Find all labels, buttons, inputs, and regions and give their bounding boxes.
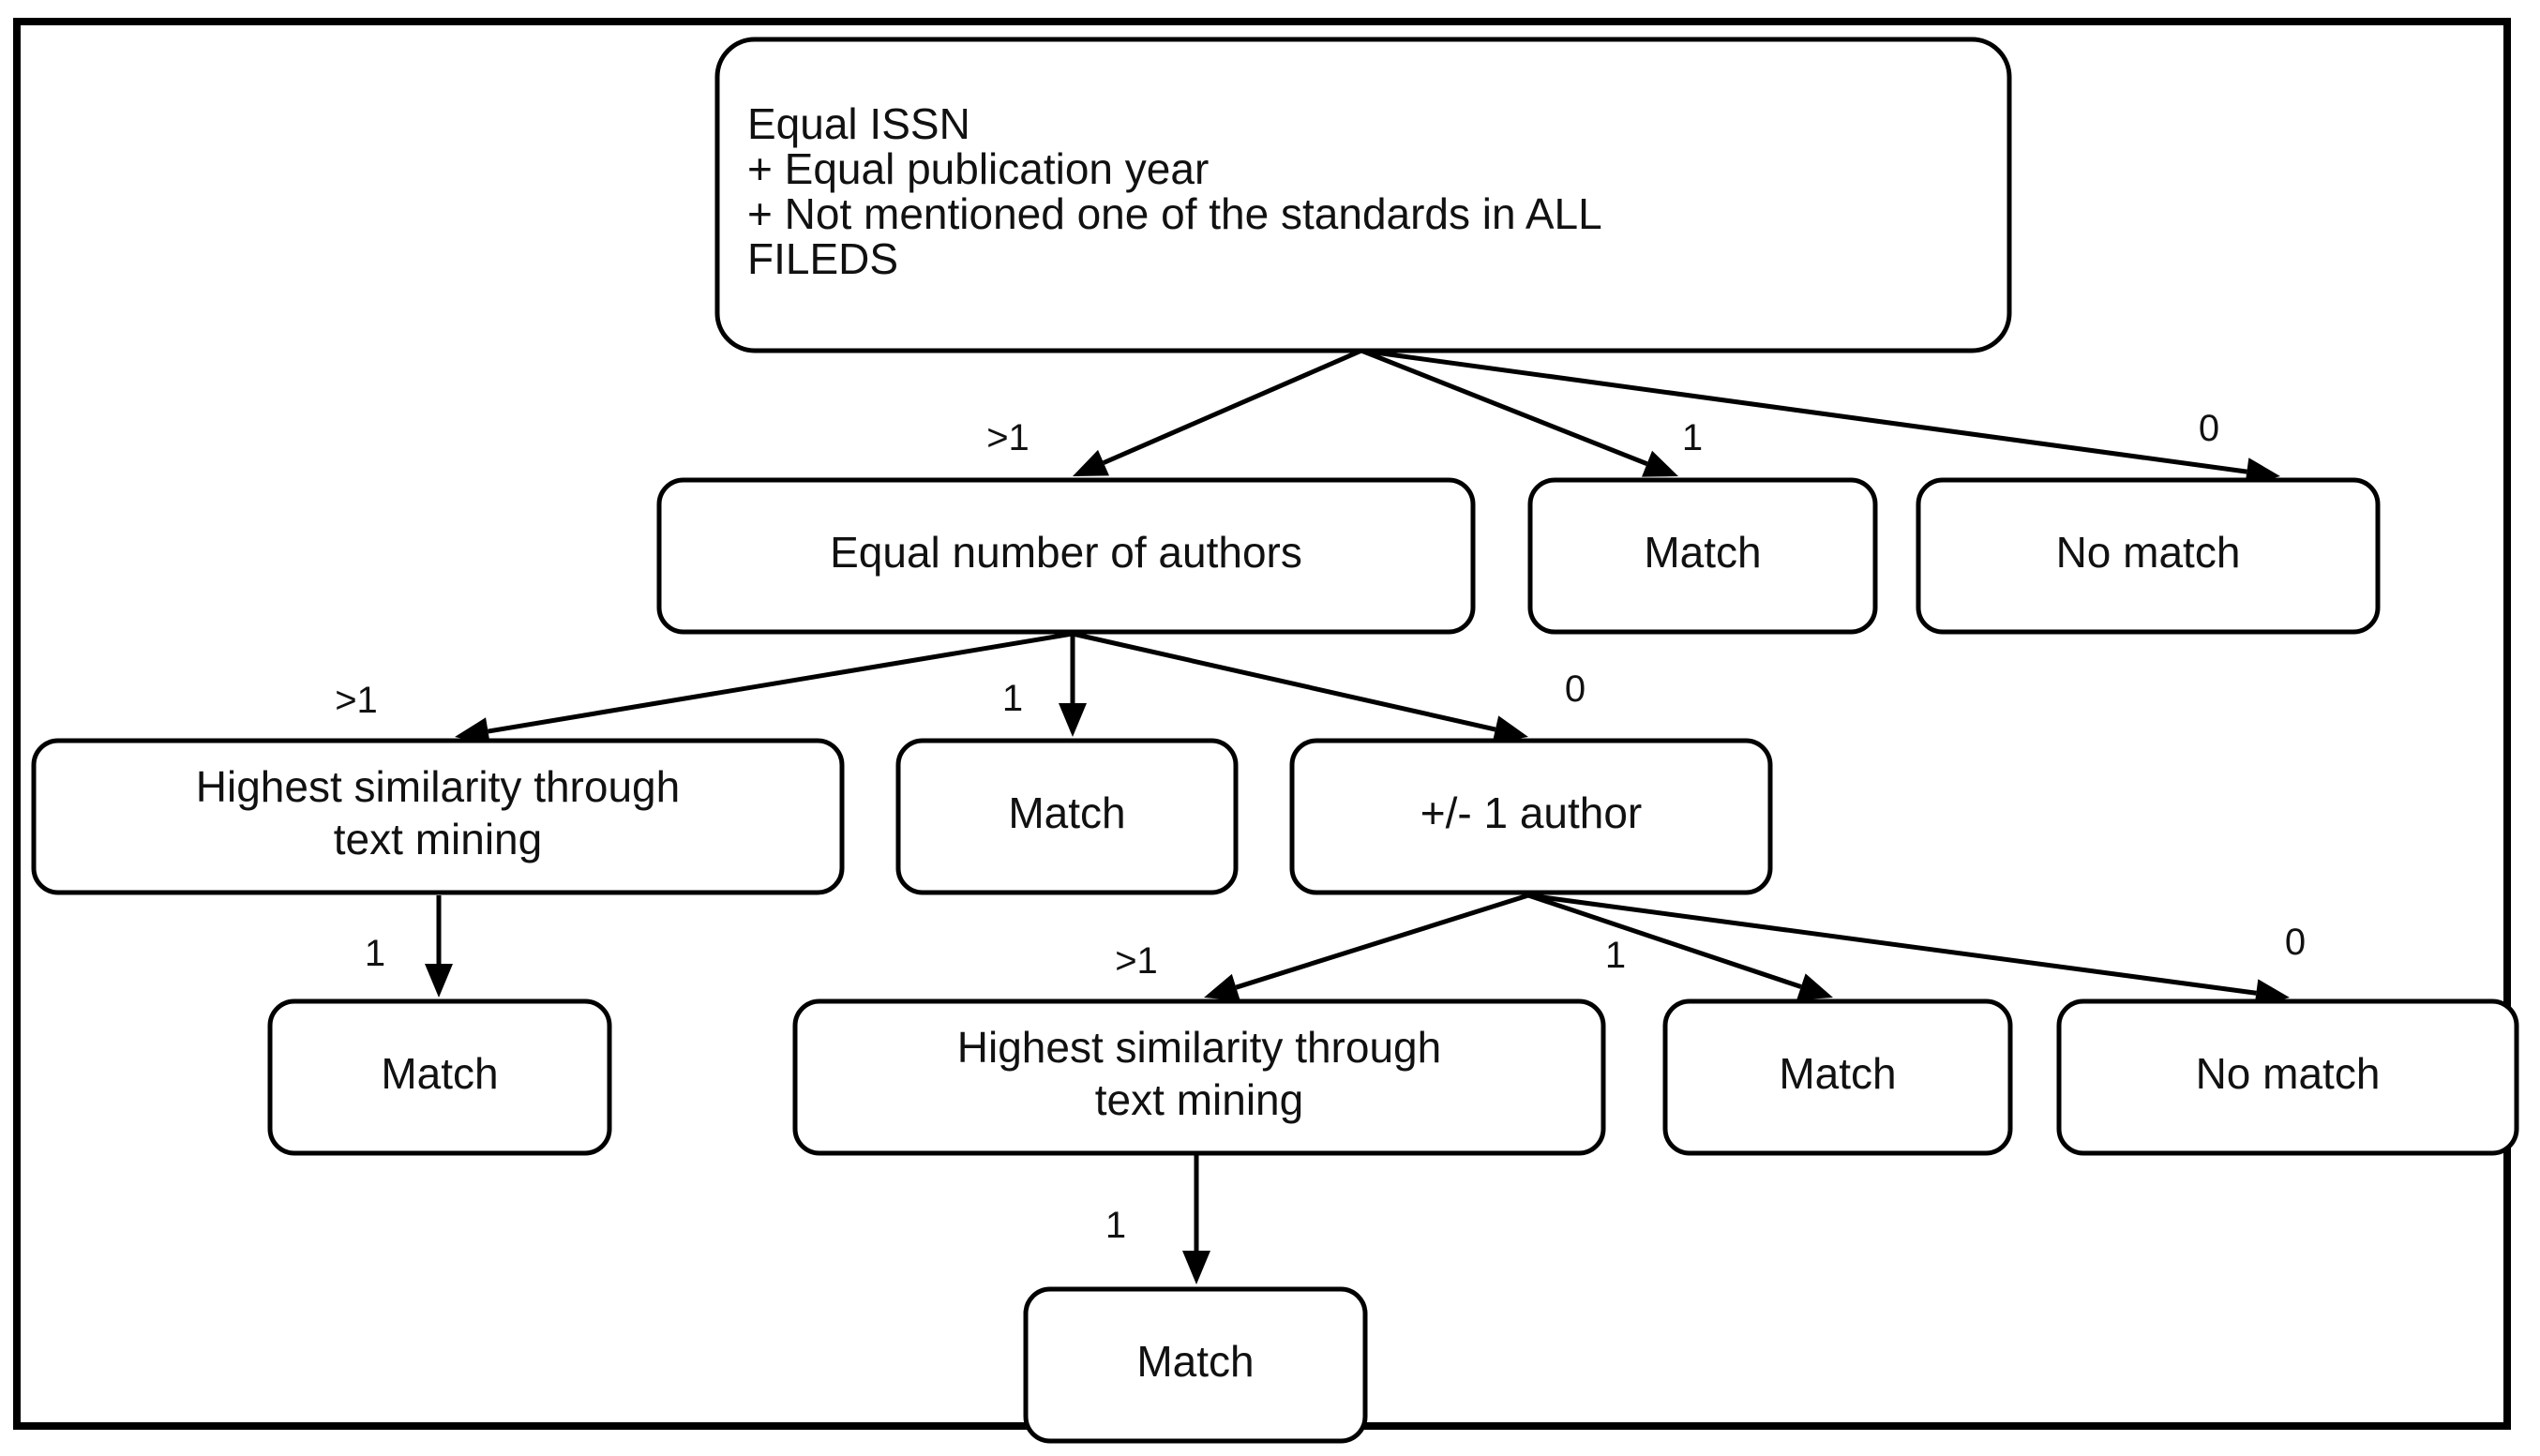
node-label-root-line-3: + Not mentioned one of the standards in … (747, 189, 1602, 238)
edge-equal-authors-to-similarity (455, 631, 1074, 745)
node-label-no-match-row2-line-1: No match (2056, 528, 2241, 577)
edge-equal-authors-to-plusminus (1072, 631, 1528, 743)
edge-root-to-equal-authors (1073, 348, 1362, 476)
edge-label-root-to-equal-authors: >1 (986, 417, 1030, 458)
node-label-highest-similarity-row3-line-1: Highest similarity through (196, 762, 680, 811)
node-label-match-row4-right-line-1: Match (1779, 1049, 1896, 1098)
edge-label-equal-authors-to-plusminus: 0 (1565, 668, 1586, 710)
node-match-row5[interactable]: Match (1023, 1286, 1368, 1444)
edge-plusminus-to-no-match-row4 (1527, 893, 2290, 1008)
edge-label-equal-authors-to-similarity: >1 (335, 680, 378, 721)
node-label-highest-similarity-row4-line-1: Highest similarity through (957, 1023, 1441, 1072)
node-label-root-line-4: FILEDS (747, 234, 898, 283)
edges-layer (425, 348, 2290, 1284)
node-label-highest-similarity-row4-line-2: text mining (1095, 1075, 1303, 1124)
node-label-highest-similarity-row3-line-2: text mining (334, 815, 542, 863)
edge-label-similarity-row4-to-match-row5: 1 (1105, 1205, 1126, 1246)
node-match-row4-left[interactable]: Match (267, 998, 612, 1156)
edge-root-to-no-match-row2 (1360, 348, 2280, 486)
node-label-plus-minus-1-author-line-1: +/- 1 author (1420, 788, 1643, 837)
edge-label-plusminus-to-similarity-row4: >1 (1115, 940, 1158, 982)
edge-plusminus-to-similarity-row4 (1204, 893, 1529, 1001)
edge-label-equal-authors-to-match-row3: 1 (1002, 678, 1023, 719)
node-label-match-row3-line-1: Match (1008, 788, 1125, 837)
nodes-layer: Equal ISSN+ Equal publication year+ Not … (31, 37, 2519, 1444)
edge-equal-authors-to-match-row3 (1059, 634, 1087, 737)
node-label-root-line-1: Equal ISSN (747, 99, 970, 148)
node-match-row4-right[interactable]: Match (1662, 998, 2013, 1156)
node-label-match-row2-line-1: Match (1644, 528, 1761, 577)
node-label-match-row5-line-1: Match (1136, 1337, 1254, 1386)
node-match-row2[interactable]: Match (1527, 477, 1878, 635)
edge-similarity-to-match-row4-left (425, 895, 453, 998)
edge-root-to-match-row2 (1360, 348, 1678, 477)
node-label-root-line-2: + Equal publication year (747, 144, 1209, 193)
edge-similarity-row4-to-match-row5 (1182, 1155, 1210, 1284)
edge-label-plusminus-to-match-row4-right: 1 (1605, 935, 1626, 976)
edge-label-root-to-no-match-row2: 0 (2199, 408, 2219, 449)
edge-plusminus-to-match-row4-right (1527, 893, 1833, 1000)
node-label-no-match-row4-line-1: No match (2196, 1049, 2381, 1098)
node-plus-minus-1-author[interactable]: +/- 1 author (1289, 738, 1773, 895)
node-no-match-row4[interactable]: No match (2056, 998, 2519, 1156)
edge-label-plusminus-to-no-match-row4: 0 (2285, 922, 2306, 963)
node-label-equal-number-of-authors-line-1: Equal number of authors (830, 528, 1302, 577)
node-label-match-row4-left-line-1: Match (381, 1049, 498, 1098)
node-equal-number-of-authors[interactable]: Equal number of authors (656, 477, 1476, 635)
node-match-row3[interactable]: Match (895, 738, 1239, 895)
edge-labels-layer: >1 1 0 >1 1 0 1 >1 1 0 1 (335, 408, 2306, 1246)
edge-label-similarity-to-match-row4-left: 1 (365, 933, 385, 974)
edge-label-root-to-match-row2: 1 (1682, 417, 1703, 458)
node-no-match-row2[interactable]: No match (1916, 477, 2381, 635)
node-root[interactable]: Equal ISSN+ Equal publication year+ Not … (714, 37, 2012, 353)
